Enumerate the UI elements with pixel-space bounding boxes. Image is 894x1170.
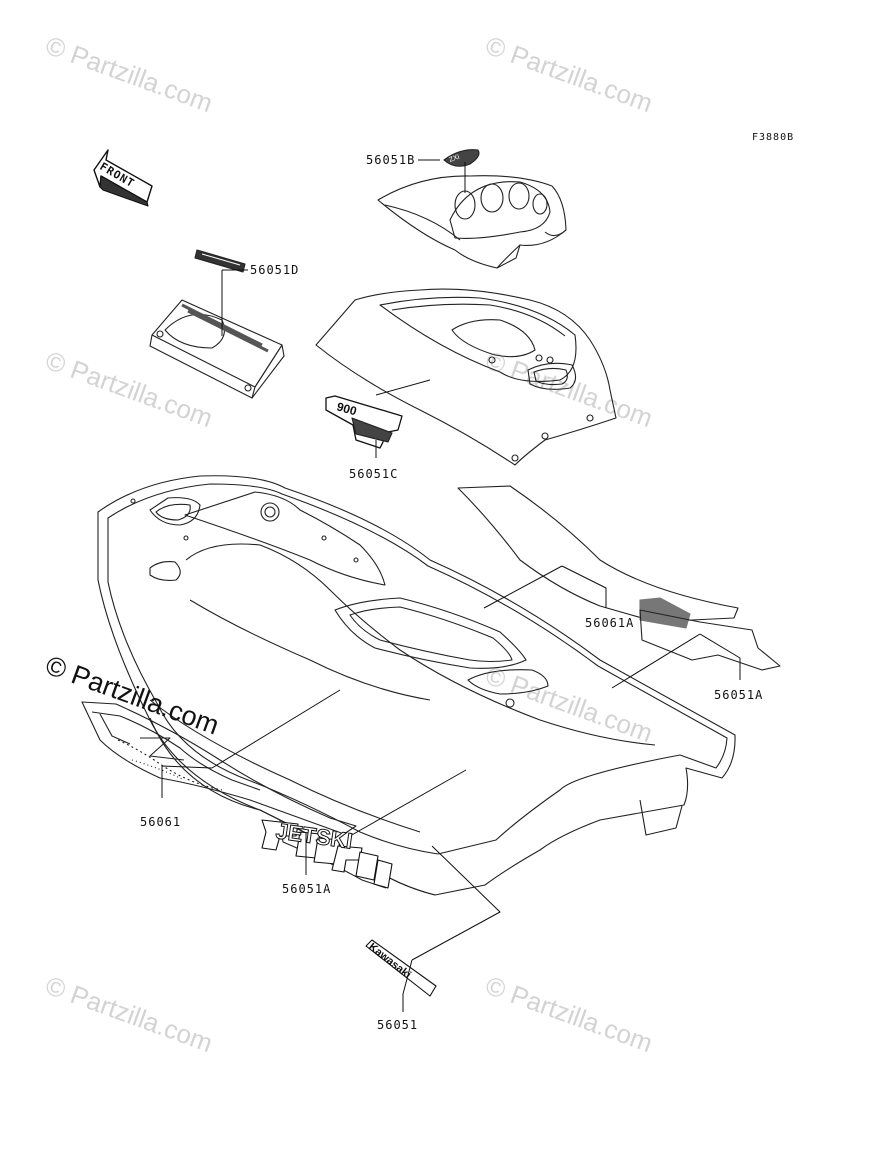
decal-56051A-right: [639, 609, 781, 671]
jetski-text: JETSKI: [274, 818, 354, 853]
front-arrow-icon: [93, 149, 153, 207]
steering-cover: [377, 175, 567, 269]
badge-text: ZXi: [448, 154, 461, 164]
decal-kawasaki: [365, 939, 437, 997]
decal-jetski: [261, 819, 393, 889]
part-label-56051B[interactable]: 56051B: [366, 153, 416, 167]
part-label-56051C[interactable]: 56051C: [349, 467, 399, 481]
part-label-56061[interactable]: 56061: [140, 815, 182, 829]
figure-code: F3880B: [752, 132, 795, 143]
part-label-56051A-left[interactable]: 56051A: [282, 882, 332, 896]
kawasaki-text: Kawasaki: [366, 941, 413, 981]
part-label-56051[interactable]: 56051: [377, 1018, 419, 1032]
part-label-56051D[interactable]: 56051D: [250, 263, 300, 277]
decal-56051D-strip: [194, 249, 246, 273]
part-label-56051A-right[interactable]: 56051A: [714, 688, 764, 702]
model-number-text: 900: [335, 399, 358, 418]
leader-lines: [161, 159, 741, 1012]
badge-decal: [443, 149, 480, 167]
glove-box-lid: [149, 299, 285, 399]
decal-56061A: [457, 485, 739, 629]
decal-56051C-900: [325, 395, 403, 449]
decal-56061: [81, 701, 357, 835]
hood-cover: [315, 288, 617, 466]
part-label-56061A[interactable]: 56061A: [585, 616, 635, 630]
hull-body: [97, 475, 736, 896]
